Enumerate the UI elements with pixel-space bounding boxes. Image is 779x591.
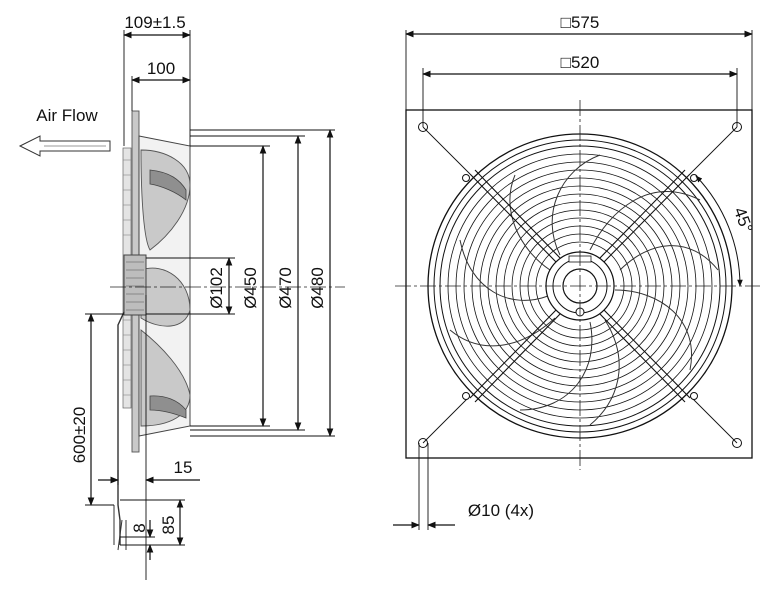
- side-view: 109±1.5 100 Ø102 Ø450 Ø470 Ø480 600±20 1…: [18, 13, 345, 580]
- dim-square-520: □520: [561, 53, 600, 72]
- dim-width-tol: 109±1.5: [124, 13, 185, 32]
- dim-hole-diameter: Ø10 (4x): [468, 501, 534, 520]
- dim-square-575: □575: [561, 13, 600, 32]
- airflow-arrow: [18, 135, 111, 157]
- air-flow-label: Air Flow: [36, 106, 98, 125]
- dim-d480: Ø480: [308, 267, 327, 309]
- dim-offset-15: 15: [174, 458, 193, 477]
- dim-d102: Ø102: [207, 267, 226, 309]
- dim-85: 85: [159, 516, 178, 535]
- dim-8: 8: [130, 523, 149, 532]
- motor: [123, 254, 147, 316]
- dim-d450: Ø450: [241, 267, 260, 309]
- dim-d470: Ø470: [276, 267, 295, 309]
- struts: [469, 169, 691, 403]
- dim-cable-length: 600±20: [70, 407, 89, 464]
- dim-width-100: 100: [147, 59, 175, 78]
- angle-arc: [695, 175, 743, 287]
- cable: [117, 311, 125, 545]
- front-view: □575 □520 45° Ø10 (4x): [393, 13, 760, 530]
